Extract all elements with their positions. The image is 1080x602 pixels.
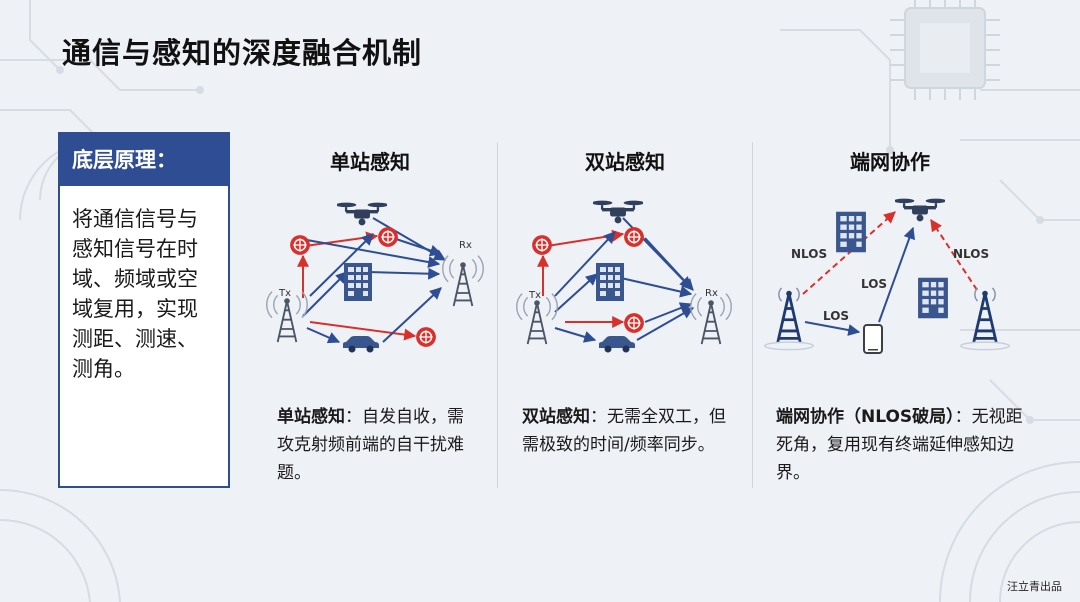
rx-label: Rx: [705, 288, 718, 299]
los-label-top: LOS: [861, 277, 887, 291]
principle-box: 底层原理： 将通信信号与感知信号在时域、频域或空域复用，实现测距、测速、测角。: [58, 132, 230, 488]
target-icon: [290, 235, 310, 255]
credit-text: 汪立青出品: [1007, 578, 1062, 594]
drone-icon: [894, 199, 946, 222]
blue-signal-arrow: [637, 308, 693, 340]
building-icon: [836, 212, 866, 253]
drone-icon: [592, 201, 644, 224]
nlos-label-right: NLOS: [953, 247, 989, 261]
page-title: 通信与感知的深度融合机制: [62, 30, 422, 72]
column-divider: [752, 142, 753, 488]
car-icon: [599, 336, 635, 353]
car-icon: [343, 336, 379, 353]
blue-signal-arrow: [555, 274, 597, 312]
tx-tower-icon: [517, 294, 558, 344]
bistatic-diagram: Tx Rx: [505, 190, 745, 360]
rx-label: Rx: [459, 240, 472, 251]
los-arrow: [805, 322, 859, 332]
blue-signal-arrow: [307, 328, 339, 342]
building-icon: [344, 263, 372, 301]
target-icon: [624, 313, 644, 333]
bistatic-title: 双站感知: [525, 146, 725, 175]
monostatic-diagram: Tx Rx: [255, 190, 495, 360]
target-icon: [416, 327, 436, 347]
bistatic-description: 双站感知：无需全双工，但需极致的时间/频率同步。: [522, 403, 727, 459]
tx-tower-icon: [267, 292, 308, 342]
rx-tower-icon: [443, 256, 484, 306]
blue-signal-arrow: [555, 328, 595, 340]
column-divider: [497, 142, 498, 488]
monostatic-title: 单站感知: [270, 146, 470, 175]
phone-icon: [864, 325, 882, 353]
tower-icon: [765, 288, 814, 350]
building-icon: [918, 278, 948, 319]
blue-signal-arrow: [621, 278, 691, 294]
monostatic-description: 单站感知：自发自收，需攻克射频前端的自干扰难题。: [277, 403, 477, 487]
target-icon: [624, 227, 644, 247]
cooperative-title: 端网协作: [790, 146, 990, 175]
tx-label: Tx: [528, 290, 541, 301]
target-icon: [532, 235, 552, 255]
tower-icon: [961, 288, 1010, 350]
blue-signal-arrow: [367, 272, 439, 274]
monostatic-desc-lead: 单站感知: [277, 407, 345, 427]
cooperative-desc-lead: 端网协作（NLOS破局）: [776, 407, 955, 427]
cooperative-diagram: NLOS NLOS LOS LOS: [755, 190, 1025, 360]
cooperative-description: 端网协作（NLOS破局）：无视距死角，复用现有终端延伸感知边界。: [776, 403, 1026, 487]
nlos-label-left: NLOS: [791, 247, 827, 261]
blue-signal-arrow: [645, 238, 693, 290]
red-signal-arrow: [310, 322, 415, 336]
principle-text: 将通信信号与感知信号在时域、频域或空域复用，实现测距、测速、测角。: [60, 186, 228, 384]
building-icon: [596, 263, 624, 301]
rx-tower-icon: [691, 294, 732, 344]
tx-label: Tx: [278, 288, 291, 299]
bistatic-desc-lead: 双站感知: [522, 407, 590, 427]
blue-signal-arrow: [393, 238, 441, 254]
los-arrow: [879, 228, 913, 322]
target-icon: [378, 227, 398, 247]
los-label-bottom: LOS: [823, 309, 849, 323]
principle-heading: 底层原理：: [60, 134, 228, 186]
blue-signal-arrow: [307, 240, 439, 264]
blue-signal-arrow: [303, 272, 347, 316]
